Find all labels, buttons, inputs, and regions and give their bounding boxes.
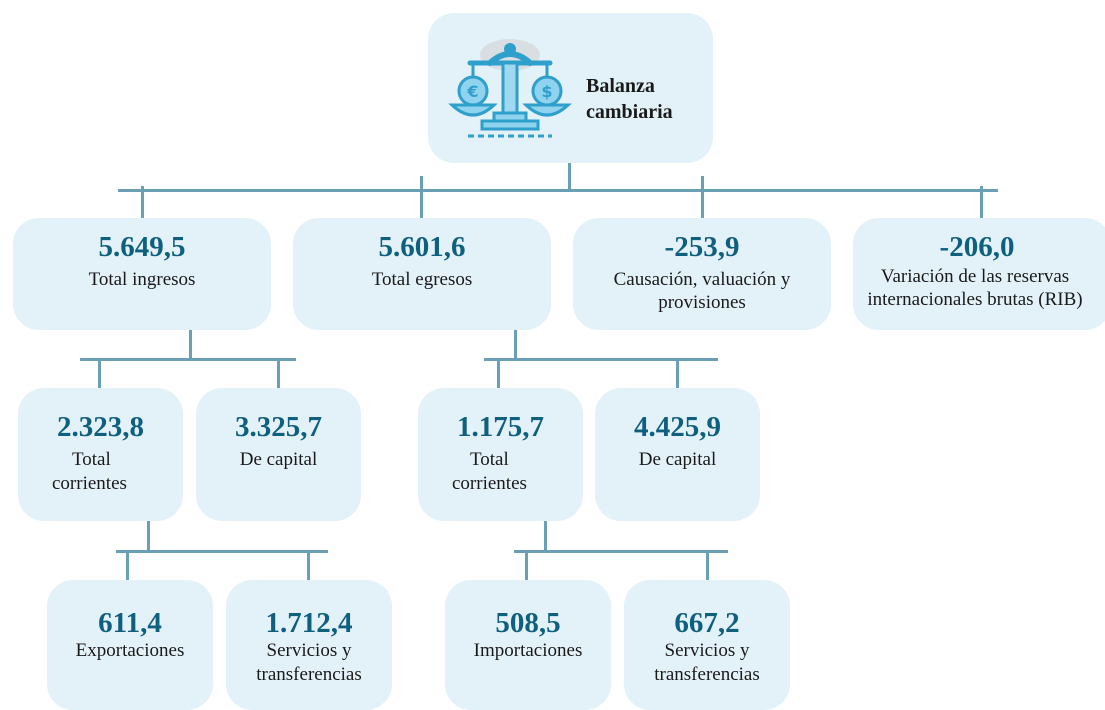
node-label-line2: corrientes: [452, 473, 527, 494]
node-variacion-rib: -206,0 Variación de las reservas interna…: [853, 218, 1105, 330]
connector-drop-corrientes-egr: [497, 358, 500, 390]
node-label: Exportaciones: [75, 640, 185, 661]
node-label-line1: Servicios y: [664, 640, 750, 661]
node-value: 1.712,4: [265, 607, 353, 639]
node-label-line2: transferencias: [256, 664, 362, 685]
node-importaciones: 508,5 Importaciones: [445, 580, 611, 710]
node-value: -206,0: [939, 231, 1015, 263]
connector-drop-capital-egr: [676, 358, 679, 390]
node-value: 4.425,9: [634, 411, 721, 443]
root-title: Balanza cambiaria: [586, 73, 686, 125]
node-label-line2: corrientes: [52, 473, 127, 494]
node-corrientes-ingresos: 2.323,8 Total corrientes: [18, 388, 183, 521]
node-label-line2: internacionales brutas (RIB): [867, 289, 1083, 310]
node-label-line2: provisiones: [658, 292, 746, 313]
connector-root-down: [568, 148, 571, 190]
node-label: Total egresos: [371, 269, 473, 290]
node-label: De capital: [638, 449, 717, 470]
node-capital-egresos: 4.425,9 De capital: [595, 388, 760, 521]
node-total-egresos: 5.601,6 Total egresos: [293, 218, 551, 330]
node-label-line1: Total: [470, 449, 509, 470]
connector-drop-egresos: [420, 176, 423, 219]
connector-egresos-down: [514, 328, 517, 360]
node-total-ingresos: 5.649,5 Total ingresos: [13, 218, 271, 330]
connector-drop-servicios-egr: [706, 550, 709, 582]
connector-egresos-bar: [484, 358, 718, 361]
node-value: 508,5: [495, 607, 561, 639]
node-capital-ingresos: 3.325,7 De capital: [196, 388, 361, 521]
connector-drop-servicios-ing: [307, 550, 310, 582]
svg-text:€: €: [466, 82, 478, 101]
node-servicios-transferencias-ingresos: 1.712,4 Servicios y transferencias: [226, 580, 392, 710]
connector-drop-causacion: [701, 176, 704, 219]
connector-corrientes-egr-bar: [514, 550, 728, 553]
connector-drop-corrientes-ing: [98, 358, 101, 390]
node-label-line2: transferencias: [654, 664, 760, 685]
svg-text:$: $: [541, 82, 552, 101]
node-label-line1: Total: [72, 449, 111, 470]
node-value: 3.325,7: [235, 411, 322, 443]
connector-drop-ingresos: [141, 186, 144, 219]
node-label: Importaciones: [473, 640, 583, 661]
node-value: 1.175,7: [457, 411, 544, 443]
node-label-line1: Variación de las reservas: [880, 266, 1070, 287]
connector-corrientes-ing-bar: [116, 550, 328, 553]
node-label: Total ingresos: [88, 269, 196, 290]
scale-currency-icon: € $: [448, 39, 572, 138]
node-value: 667,2: [674, 607, 740, 639]
node-value: 5.601,6: [378, 231, 466, 263]
connector-ingresos-down: [189, 328, 192, 360]
node-label-line1: Causación, valuación y: [613, 269, 791, 290]
connector-ingresos-bar: [80, 358, 296, 361]
node-causacion: -253,9 Causación, valuación y provisione…: [573, 218, 831, 330]
node-value: -253,9: [664, 231, 740, 263]
node-corrientes-egresos: 1.175,7 Total corrientes: [418, 388, 583, 521]
connector-drop-exportaciones: [126, 550, 129, 582]
connector-drop-importaciones: [525, 550, 528, 582]
node-value: 5.649,5: [98, 231, 186, 263]
node-servicios-transferencias-egresos: 667,2 Servicios y transferencias: [624, 580, 790, 710]
node-value: 611,4: [98, 607, 162, 639]
connector-corrientes-egr-down: [544, 518, 547, 552]
connector-level1-bar: [118, 189, 998, 192]
root-node-balanza-cambiaria: € $ Balanza cambiaria: [428, 13, 713, 163]
root-title-line1: Balanza: [586, 75, 655, 97]
connector-corrientes-ing-down: [147, 518, 150, 552]
connector-drop-capital-ing: [277, 358, 280, 390]
node-exportaciones: 611,4 Exportaciones: [47, 580, 213, 710]
node-label-line1: Servicios y: [266, 640, 352, 661]
root-title-line2: cambiaria: [586, 101, 673, 123]
connector-drop-rib: [980, 186, 983, 219]
node-value: 2.323,8: [57, 411, 144, 443]
node-label: De capital: [239, 449, 318, 470]
